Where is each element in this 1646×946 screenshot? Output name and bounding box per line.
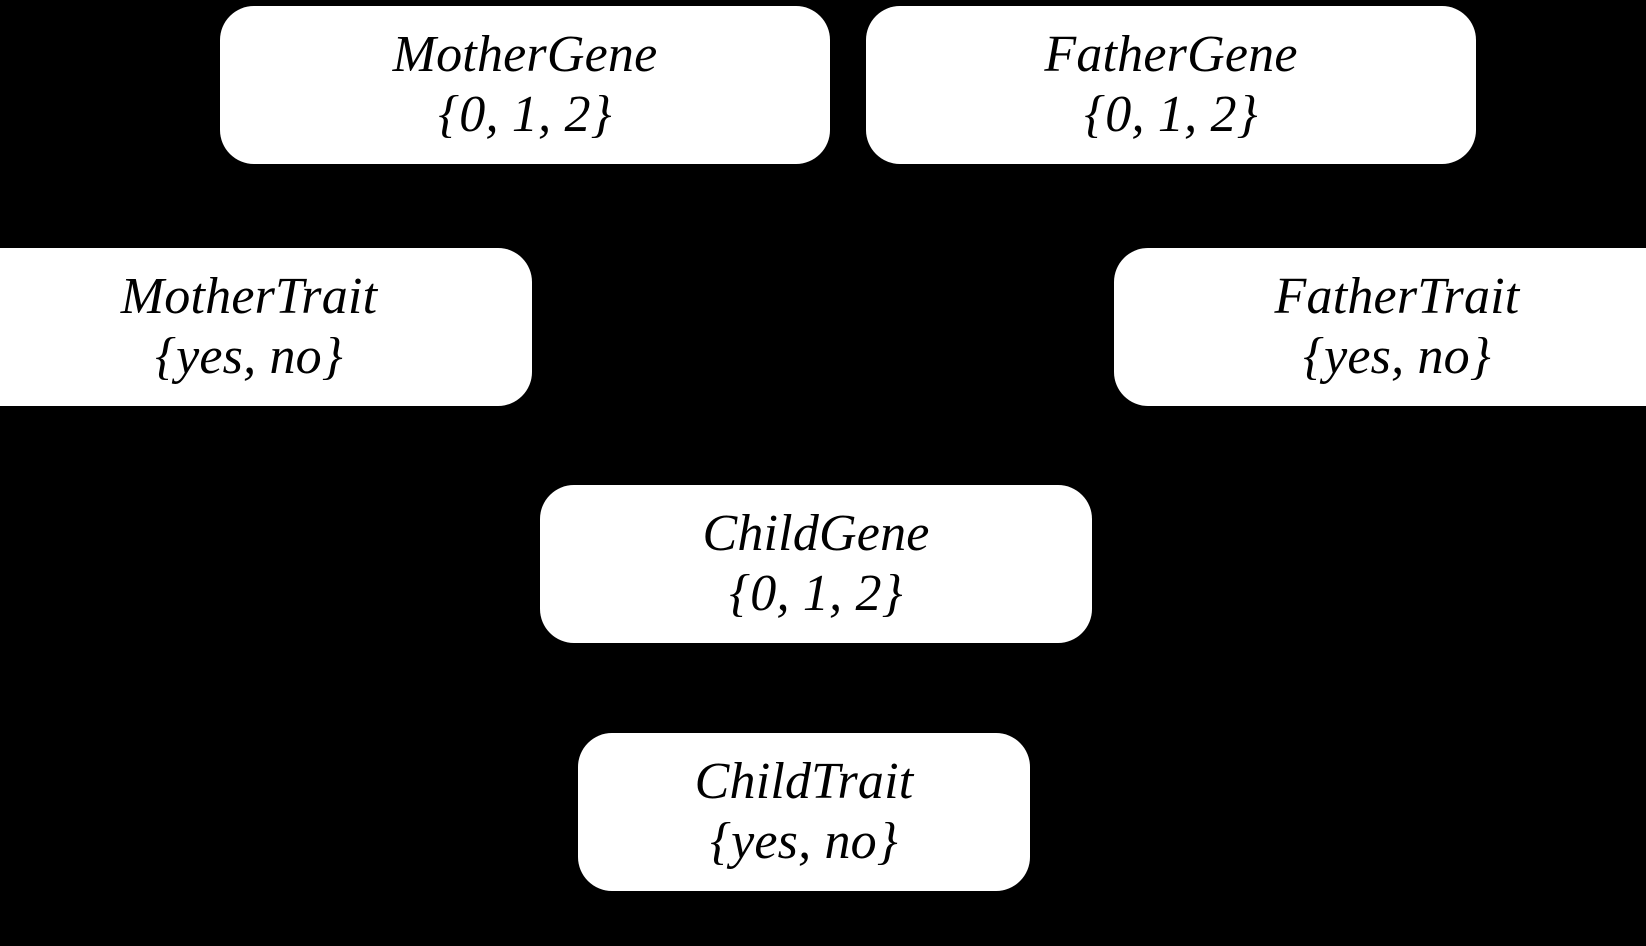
node-father-trait-title: FatherTrait [1274, 267, 1520, 325]
node-mother-gene-domain: {0, 1, 2} [438, 86, 612, 143]
node-child-trait[interactable]: ChildTrait {yes, no} [578, 733, 1030, 891]
node-child-trait-domain: {yes, no} [710, 813, 898, 870]
node-child-gene[interactable]: ChildGene {0, 1, 2} [540, 485, 1092, 643]
node-mother-gene-title: MotherGene [392, 25, 658, 83]
node-father-gene[interactable]: FatherGene {0, 1, 2} [866, 6, 1476, 164]
node-child-trait-title: ChildTrait [694, 752, 914, 810]
node-child-gene-domain: {0, 1, 2} [729, 565, 903, 622]
node-mother-gene[interactable]: MotherGene {0, 1, 2} [220, 6, 830, 164]
node-father-trait[interactable]: FatherTrait {yes, no} [1114, 248, 1646, 406]
node-father-trait-domain: {yes, no} [1303, 328, 1491, 385]
node-father-gene-domain: {0, 1, 2} [1084, 86, 1258, 143]
node-mother-trait-domain: {yes, no} [155, 328, 343, 385]
node-child-gene-title: ChildGene [702, 504, 930, 562]
node-father-gene-title: FatherGene [1044, 25, 1298, 83]
node-mother-trait-title: MotherTrait [120, 267, 378, 325]
node-mother-trait[interactable]: MotherTrait {yes, no} [0, 248, 532, 406]
